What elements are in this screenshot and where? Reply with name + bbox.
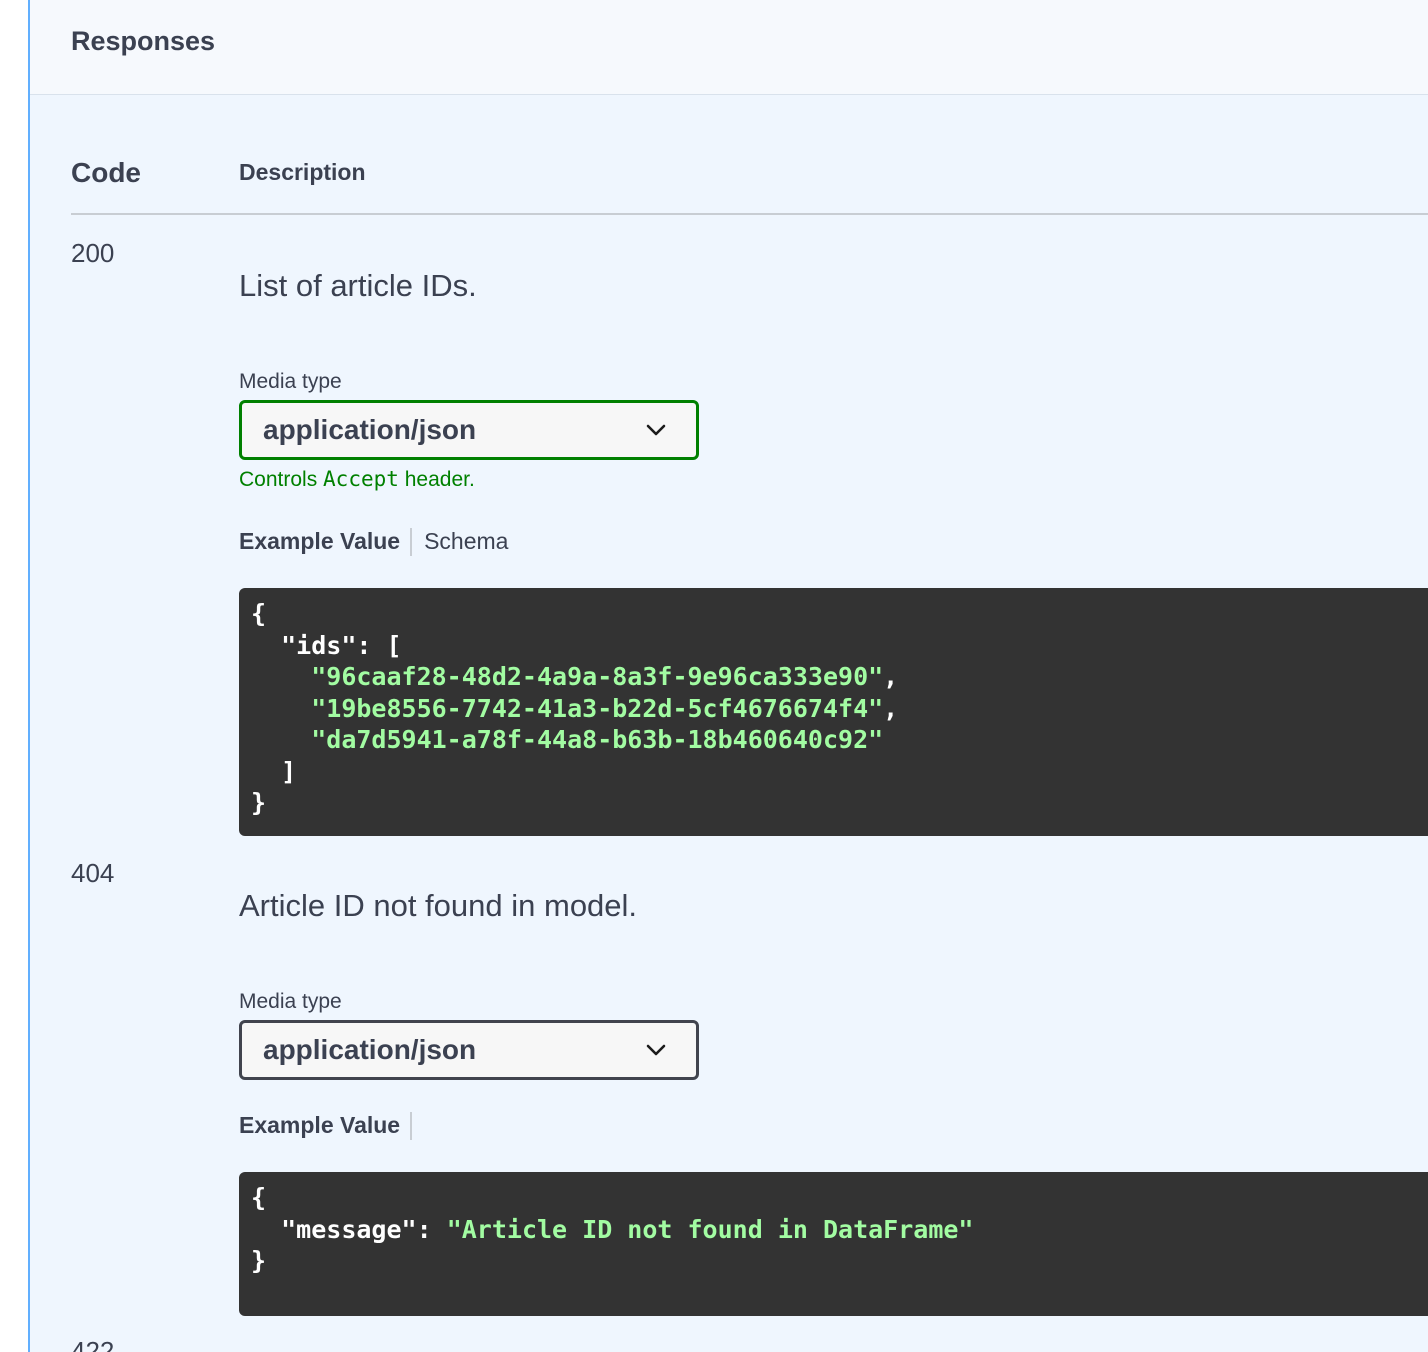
tab-divider	[410, 527, 413, 556]
response-code-200: 200	[71, 238, 115, 268]
tab-example-value[interactable]: Example Value	[239, 1112, 401, 1139]
response-code-404: 404	[71, 858, 115, 888]
tab-schema[interactable]: Schema	[424, 528, 509, 555]
responses-section-header: Responses	[30, 0, 1428, 95]
media-type-value: application/json	[263, 1034, 477, 1065]
example-id: "96caaf28-48d2-4a9a-8a3f-9e96ca333e90"	[311, 662, 884, 691]
media-type-select-200[interactable]: application/json	[239, 400, 699, 460]
example-id: "19be8556-7742-41a3-b22d-5cf4676674f4"	[311, 693, 884, 723]
example-code-block-200[interactable]: { "ids": [ "96caaf28-48d2-4a9a-8a3f-9e96…	[239, 588, 1428, 836]
example-code-block-404[interactable]: { "message": "Article ID not found in Da…	[239, 1172, 1428, 1316]
response-code-422: 422	[71, 1336, 115, 1352]
example-tabs-404: Example Value	[239, 1111, 424, 1141]
media-type-select-404[interactable]: application/json	[239, 1020, 699, 1080]
section-title: Responses	[71, 26, 216, 56]
example-id: "da7d5941-a78f-44a8-b63b-18b460640c92"	[311, 725, 884, 754]
example-tabs-200: Example Value Schema	[239, 527, 508, 557]
media-type-value: application/json	[263, 414, 477, 445]
tab-divider	[410, 1111, 413, 1140]
tab-example-value[interactable]: Example Value	[239, 528, 401, 555]
response-description-200: List of article IDs.	[239, 268, 477, 303]
response-description-404: Article ID not found in model.	[239, 888, 638, 923]
media-type-label: Media type	[239, 990, 342, 1013]
code-column-header: Code	[71, 157, 141, 188]
accept-header-code: Accept	[323, 467, 399, 491]
description-column-header: Description	[239, 159, 366, 185]
chevron-down-icon	[646, 1044, 666, 1056]
accept-header-note: Controls Accept header.	[239, 467, 475, 491]
media-type-label: Media type	[239, 370, 342, 393]
operation-block: Responses Code Description 200 List of a…	[28, 0, 1428, 1352]
header-divider	[71, 213, 1428, 215]
chevron-down-icon	[646, 424, 666, 436]
